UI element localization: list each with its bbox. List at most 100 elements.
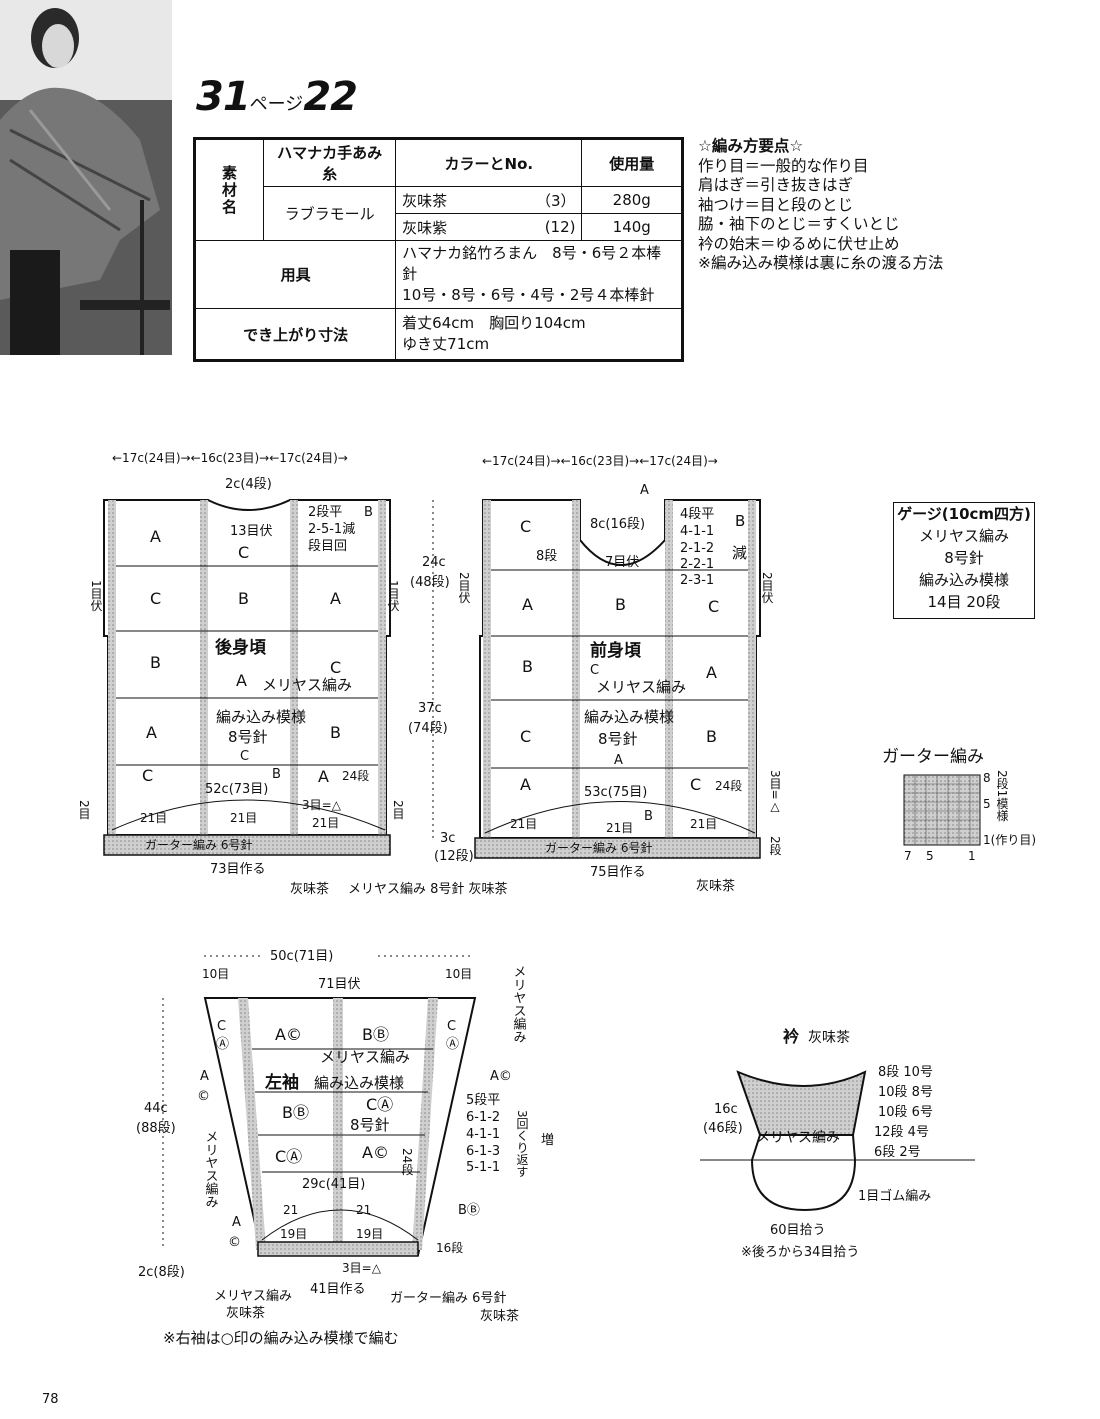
- back-rows24: 24段: [342, 768, 369, 783]
- sleeve-yarn-right: 灰味茶: [480, 1308, 519, 1324]
- garter-c5: 5: [926, 849, 934, 863]
- size-line: 着丈64cm 胸回り104cm: [402, 314, 586, 332]
- size-label: でき上がり寸法: [193, 308, 397, 361]
- collar-yarn: 灰味茶: [808, 1030, 850, 1046]
- tools-line: 10号・8号・6号・4号・2号４本棒針: [402, 286, 655, 304]
- back-stitch-1: メリヤス編み: [262, 676, 352, 694]
- garter-chart-title: ガーター編み: [882, 747, 984, 767]
- sleeve-side-block: ©: [228, 1235, 241, 1250]
- knitting-points: ☆編み方要点☆ 作り目＝一般的な作り目 肩はぎ＝引き抜きはぎ 袖つけ＝目と段のと…: [698, 137, 944, 274]
- sleeve-repeat: 3回くり返す: [515, 1110, 529, 1178]
- sleeve-side-knit: メリヤス編み: [203, 1130, 219, 1208]
- front-body-diagram: ←17c(24目)→←16c(23目)→←17c(24目)→ A 8c(16段)…: [457, 454, 782, 894]
- gauge-line: 14目 20段: [927, 593, 1001, 611]
- page-header: 31ページ22: [196, 74, 358, 120]
- sleeve-block: A©: [362, 1143, 389, 1162]
- front-rows24: 24段: [715, 778, 742, 793]
- front-width: 53c(75目): [584, 785, 647, 800]
- sleeve-side-block: ©: [197, 1089, 210, 1104]
- sleeve-seg19: 19目: [356, 1227, 383, 1241]
- back-width: 52c(73目): [205, 782, 268, 797]
- front-dec-4: 2-2-1: [680, 557, 714, 572]
- back-neck-off: 13目伏: [230, 524, 273, 539]
- sleeve-bottom: 2c(8段): [138, 1265, 185, 1280]
- sleeve-side-block: C: [447, 1019, 456, 1034]
- back-mid-c: C: [240, 749, 249, 764]
- page-ref-number: 31: [196, 74, 251, 120]
- sleeve-width: 29c(41目): [302, 1177, 365, 1192]
- collar-pick: 60目拾う: [770, 1223, 826, 1238]
- sleeve-title: 左袖: [265, 1072, 299, 1093]
- collar-row: 6段 2号: [874, 1145, 921, 1160]
- collar-stitch: メリヤス編み: [756, 1130, 840, 1146]
- front-top-dims: ←17c(24目)→←16c(23目)→←17c(24目)→: [482, 454, 718, 468]
- back-side-right: 2目: [391, 800, 405, 820]
- front-block: A: [522, 595, 533, 614]
- back-block: C: [330, 658, 341, 677]
- page-number: 78: [42, 1392, 59, 1407]
- gauge-line: 編み込み模様: [918, 571, 1009, 589]
- color-no: （3）: [493, 186, 583, 214]
- back-block: B: [330, 723, 341, 742]
- back-seg: 21目: [312, 816, 339, 830]
- back-needle: 8号針: [228, 728, 268, 746]
- sleeve-len: 44c: [144, 1101, 168, 1116]
- sleeve-garter: ガーター編み 6号針: [390, 1290, 506, 1306]
- point-item: 衿の始末＝ゆるめに伏せ止め: [698, 234, 900, 253]
- sleeve-side-block: A: [200, 1069, 209, 1084]
- size-line: ゆき丈71cm: [402, 335, 490, 353]
- collar-row: 8段 10号: [878, 1065, 933, 1080]
- collar-height: 16c: [714, 1102, 738, 1117]
- front-needle: 8号針: [598, 730, 638, 748]
- tools-label: 用具: [193, 240, 397, 309]
- sleeve-stitch-1: メリヤス編み: [320, 1048, 410, 1066]
- sleeve-block: BⒷ: [362, 1025, 389, 1044]
- back-side-off-right: 1目伏: [386, 580, 400, 612]
- point-item: 作り目＝一般的な作り目: [698, 156, 869, 175]
- page-ref-word: ページ: [249, 94, 304, 115]
- points-title: ☆編み方要点☆: [698, 137, 804, 155]
- back-seg: 21目: [230, 811, 257, 825]
- col-usage-header: 使用量: [581, 138, 683, 187]
- back-block: A: [150, 527, 161, 546]
- tools-line: ハマナカ銘竹ろまん 8号・6号２本棒針: [402, 244, 662, 283]
- front-seg: 21目: [606, 821, 633, 835]
- front-yarn: 灰味茶: [696, 878, 735, 894]
- back-dec-3: 段目回: [308, 539, 347, 554]
- sleeve-inc: 6-1-2: [466, 1110, 500, 1125]
- gauge-line: 8号針: [944, 549, 984, 567]
- back-block: C: [142, 766, 153, 785]
- sleeve-rows24: 24段: [400, 1148, 414, 1176]
- back-block: B: [238, 589, 249, 608]
- front-rows8: 8段: [536, 549, 557, 564]
- front-block: B: [706, 727, 717, 746]
- sleeve-ten-left: 10目: [202, 967, 229, 981]
- garter-r1: 1(作り目): [983, 833, 1036, 847]
- sleeve-zou: 増: [541, 1133, 554, 1148]
- front-block: B: [644, 809, 653, 824]
- sleeve-center: 3目=△: [342, 1261, 382, 1275]
- sleeve-diagram: 50c(71目) 71目伏 10目 10目 C Ⓐ A© BⒷ C Ⓐ A © …: [136, 949, 554, 1347]
- back-body-diagram: ←17c(24目)→←16c(23目)→←17c(24目)→ 2c(4段) 13…: [77, 451, 508, 897]
- materials-table: 素材名 ハマナカ手あみ糸 カラーとNo. 使用量 ラブラモール 灰味茶 （3） …: [193, 137, 684, 362]
- front-block: A: [520, 775, 531, 794]
- back-bottom-a: A: [318, 767, 329, 786]
- pattern-number: 22: [303, 74, 358, 120]
- front-block: A: [614, 753, 623, 768]
- sleeve-side-block: A©: [490, 1069, 512, 1084]
- front-stitch-1: メリヤス編み: [596, 678, 686, 696]
- sleeve-len-rows: (88段): [136, 1121, 176, 1136]
- color-usage: 280g: [581, 186, 683, 214]
- back-seg: 21目: [140, 811, 167, 825]
- point-item: ※編み込み模様は裏に糸の渡る方法: [698, 254, 944, 272]
- front-cast: 75目作る: [590, 865, 646, 880]
- material-label: 素材名: [194, 138, 264, 241]
- collar-height-rows: (46段): [703, 1121, 743, 1136]
- front-block: C: [520, 517, 531, 536]
- front-block: C: [690, 775, 701, 794]
- back-cast: 73目作る: [210, 862, 266, 877]
- sleeve-side-block: A: [232, 1215, 241, 1230]
- sleeve-seg21: 21: [283, 1203, 298, 1217]
- garter-r8: 8: [983, 771, 991, 785]
